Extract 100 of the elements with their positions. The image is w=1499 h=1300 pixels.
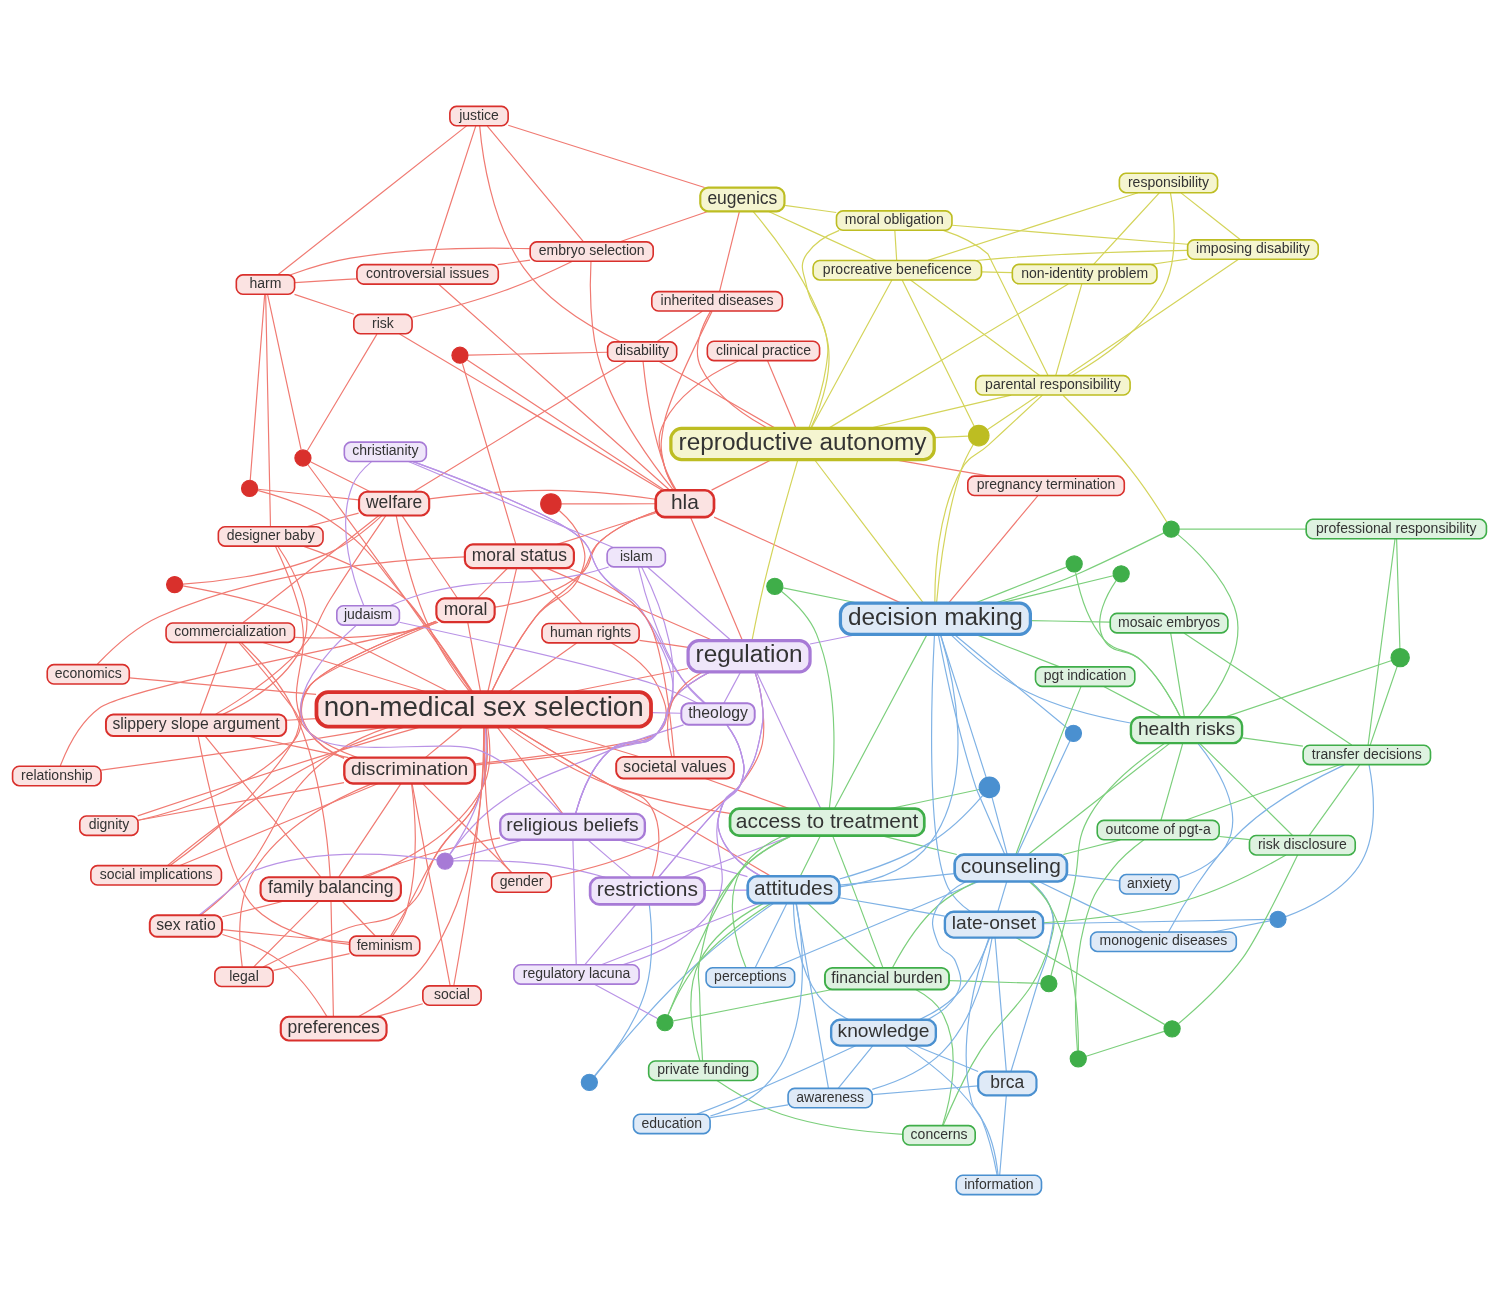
node-box: parental responsibility — [974, 374, 1131, 396]
connector — [267, 293, 302, 450]
node-box: attitudes — [746, 874, 841, 905]
node-circle — [968, 424, 990, 446]
node-box: slippery slope argument — [105, 712, 288, 737]
node-circle — [1163, 1019, 1181, 1037]
node-box: hla — [654, 488, 716, 519]
connector — [290, 247, 531, 275]
node-circle — [656, 1013, 674, 1031]
node-box: moral obligation — [835, 209, 953, 231]
node-circle — [436, 852, 454, 870]
connector — [981, 270, 1013, 273]
connector — [249, 293, 266, 481]
node-box: anxiety — [1118, 873, 1180, 895]
node-circle — [580, 1073, 598, 1091]
connector — [838, 896, 946, 917]
node-box: social implications — [90, 864, 223, 886]
node-box: imposing disability — [1186, 238, 1319, 260]
connector — [497, 259, 531, 265]
node-box: pregnancy termination — [967, 474, 1126, 496]
node-box: decision making — [838, 601, 1032, 636]
connector — [197, 735, 350, 945]
node-box: discrimination — [343, 755, 477, 785]
node-circle — [1069, 1049, 1087, 1067]
connector — [306, 333, 378, 451]
connector — [784, 204, 837, 213]
connector — [871, 1084, 979, 1095]
node-box: designer baby — [217, 525, 324, 547]
connector — [667, 902, 772, 1015]
node-circle — [540, 492, 562, 515]
node-box: moral status — [463, 542, 575, 569]
node-box: inherited diseases — [651, 290, 784, 312]
node-box: economics — [46, 663, 131, 685]
node-box: commercialization — [165, 621, 296, 643]
connector — [265, 293, 272, 527]
node-box: monogenic diseases — [1089, 930, 1238, 952]
node-box: risk disclosure — [1248, 834, 1357, 856]
connector — [272, 952, 351, 971]
connector — [650, 711, 682, 714]
node-box: justice — [449, 105, 509, 127]
node-box: transfer decisions — [1302, 743, 1432, 765]
connector — [300, 621, 438, 759]
connector — [294, 277, 358, 283]
connector — [1178, 742, 1234, 878]
connector — [221, 928, 351, 943]
node-box: theology — [680, 701, 756, 726]
connector — [672, 988, 833, 1022]
connector — [293, 621, 439, 639]
node-box: societal values — [615, 755, 735, 779]
node-box: perceptions — [705, 966, 796, 988]
node-box: financial burden — [823, 966, 950, 990]
connector — [593, 983, 659, 1019]
node-circle — [294, 448, 312, 467]
node-box: judaism — [336, 604, 401, 626]
connector — [169, 620, 437, 866]
connector — [507, 124, 706, 188]
connector — [1062, 394, 1168, 523]
connector — [1050, 742, 1166, 976]
connector — [1015, 685, 1082, 855]
node-box: awareness — [787, 1087, 874, 1109]
node-box: professional responsibility — [1305, 518, 1488, 540]
node-box: legal — [214, 965, 274, 987]
connector — [293, 293, 355, 315]
node-box: eugenics — [699, 186, 786, 212]
connector — [242, 514, 380, 623]
connector — [128, 676, 317, 695]
node-box: health risks — [1129, 715, 1244, 744]
connector — [986, 394, 1039, 430]
node-circle — [1065, 554, 1083, 573]
connector — [137, 781, 345, 821]
connector — [221, 933, 328, 1017]
connector — [754, 902, 788, 968]
node-box: pgt indication — [1034, 665, 1136, 687]
node-box: risk — [353, 313, 413, 335]
connector — [894, 229, 898, 261]
node-box: clinical practice — [706, 339, 821, 361]
connector — [933, 435, 969, 438]
connector — [1027, 742, 1171, 855]
connector — [1016, 739, 1071, 855]
node-box: private funding — [647, 1059, 759, 1081]
node-box: controversial issues — [356, 263, 500, 285]
connector — [1030, 619, 1111, 623]
connector — [709, 1103, 789, 1118]
connector — [638, 639, 689, 648]
node-box: feminism — [348, 934, 421, 956]
connector — [274, 545, 345, 758]
connector — [574, 723, 685, 814]
node-box: information — [955, 1173, 1043, 1195]
node-box: islam — [606, 546, 667, 568]
connector — [494, 510, 657, 608]
node-box: regulatory lacuna — [513, 963, 640, 985]
node-box: harm — [235, 273, 296, 295]
node-box: procreative beneficence — [812, 259, 983, 281]
connector — [839, 872, 955, 886]
node-circle — [1269, 910, 1287, 928]
node-box: relationship — [11, 764, 102, 786]
connector — [1241, 736, 1304, 747]
node-box: responsibility — [1118, 171, 1219, 193]
connector — [1179, 528, 1307, 530]
node-box: brca — [977, 1070, 1038, 1096]
